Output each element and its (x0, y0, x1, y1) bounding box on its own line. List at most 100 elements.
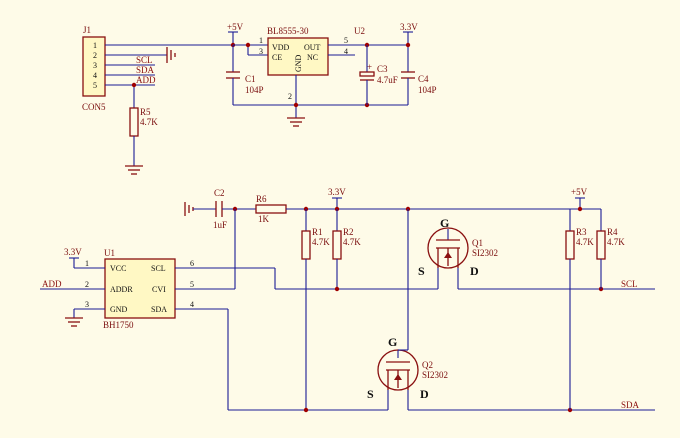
regulator-pinnum-ce: 3 (259, 47, 263, 56)
resistor-r1: R1 4.7K (301, 209, 330, 410)
capacitor-c2-ref: C2 (214, 188, 225, 198)
capacitor-c1-value: 104P (245, 85, 264, 95)
connector-net-scl: SCL (136, 55, 153, 65)
power-33v-sensor: 3.3V (64, 247, 105, 269)
connector-net-add: ADD (136, 75, 156, 85)
connector-wires (105, 44, 233, 108)
resistor-r3-value: 4.7K (576, 237, 594, 247)
mosfet-q1-g: G (440, 216, 449, 230)
capacitor-c1: C1 104P (226, 71, 264, 105)
capacitor-c2: C2 1uF (213, 188, 256, 230)
capacitor-c4: C4 104P (401, 71, 437, 105)
mosfet-q2-value: SI2302 (422, 370, 448, 380)
net-sda-label: SDA (621, 400, 640, 410)
regulator-u2: BL8555-30 U2 VDD CE OUT NC GND 1 3 5 4 2 (259, 26, 408, 118)
connector-net-sda: SDA (136, 65, 155, 75)
resistor-r2-ref: R2 (343, 227, 354, 237)
resistor-r4-ref: R4 (607, 227, 618, 237)
resistor-r1-ref: R1 (312, 227, 323, 237)
regulator-value: BL8555-30 (267, 26, 309, 36)
sensor-pin-addr: ADDR (110, 285, 133, 294)
resistor-r6: R6 1K (255, 194, 570, 224)
power-33v-bottom-label: 3.3V (328, 187, 346, 197)
regulator-pin-gnd: GND (294, 54, 303, 72)
regulator-pin-ce: CE (272, 53, 282, 62)
net-add-label: ADD (42, 279, 62, 289)
capacitor-c3: + C3 4.7uF (359, 62, 398, 105)
net-add-input: ADD (40, 279, 105, 290)
capacitor-c1-ref: C1 (245, 74, 256, 84)
connector-j1: J1 CON5 1 2 3 4 5 (82, 25, 106, 112)
sensor-pinnum-scl: 6 (190, 259, 194, 268)
capacitor-c3-polarity: + (367, 62, 372, 72)
regulator-pinnum-nc: 4 (344, 47, 348, 56)
mosfet-q2-s: S (367, 387, 374, 401)
ground-symbol-c2 (184, 202, 216, 216)
regulator-ref: U2 (354, 26, 365, 36)
net-scl-line: SCL (275, 279, 655, 292)
resistor-r5: R5 4.7K (129, 107, 158, 166)
power-5v-top-label: +5V (227, 22, 244, 32)
sensor-pin-sda: SDA (151, 305, 167, 314)
sensor-right-wires (175, 209, 276, 410)
connector-pin-4: 4 (93, 71, 97, 80)
resistor-r4: R4 4.7K (596, 209, 625, 289)
mosfet-q1-ref: Q1 (472, 238, 483, 248)
regulator-pin-nc: NC (307, 53, 318, 62)
power-33v-top: 3.3V (364, 22, 418, 72)
sensor-pinnum-addr: 2 (85, 280, 89, 289)
sensor-pinnum-sda: 4 (190, 300, 194, 309)
resistor-r3: R3 4.7K (565, 209, 594, 410)
connector-pin-3: 3 (93, 61, 97, 70)
capacitor-c4-ref: C4 (418, 74, 429, 84)
power-33v-sensor-label: 3.3V (64, 247, 82, 257)
regulator-pin-out: OUT (304, 43, 321, 52)
sensor-pinnum-cvi: 5 (190, 280, 194, 289)
regulator-pin-vdd: VDD (272, 43, 290, 52)
net-sda-line: SDA (228, 400, 655, 413)
connector-value: CON5 (82, 102, 106, 112)
resistor-r6-value: 1K (258, 214, 270, 224)
mosfet-q2-ref: Q2 (422, 360, 433, 370)
capacitor-c4-value: 104P (418, 85, 437, 95)
resistor-r5-value: 4.7K (140, 117, 158, 127)
sensor-pinnum-vcc: 1 (85, 259, 89, 268)
power-5v-bottom: +5V (570, 187, 601, 212)
resistor-r2: R2 4.7K (332, 209, 361, 289)
ground-symbol-sensor (65, 308, 105, 327)
sensor-pin-gnd: GND (110, 305, 128, 314)
mosfet-q1-value: SI2302 (472, 248, 498, 258)
resistor-r1-value: 4.7K (312, 237, 330, 247)
power-5v-top: +5V (227, 22, 268, 72)
mosfet-q1-s: S (418, 264, 425, 278)
power-33v-bottom: 3.3V (328, 187, 346, 209)
regulator-pinnum-gnd: 2 (288, 92, 292, 101)
ground-rail-top (233, 102, 408, 127)
connector-pin-5: 5 (93, 81, 97, 90)
sensor-pin-scl: SCL (151, 264, 166, 273)
net-scl-label: SCL (621, 279, 638, 289)
sensor-value: BH1750 (103, 320, 134, 330)
connector-pin-2: 2 (93, 51, 97, 60)
regulator-pinnum-out: 5 (344, 36, 348, 45)
regulator-pinnum-vdd: 1 (259, 36, 263, 45)
mosfet-q2-d: D (420, 387, 429, 401)
resistor-r3-ref: R3 (576, 227, 587, 237)
ground-symbol-r5 (125, 165, 143, 175)
sensor-u1: U1 BH1750 VCC ADDR GND SCL CVI SDA 1 2 3… (85, 248, 194, 330)
mosfet-q1: G S D Q1 SI2302 (418, 216, 498, 289)
power-5v-bottom-label: +5V (571, 187, 588, 197)
resistor-r2-value: 4.7K (343, 237, 361, 247)
capacitor-c3-value: 4.7uF (377, 75, 398, 85)
resistor-r4-value: 4.7K (607, 237, 625, 247)
power-33v-top-label: 3.3V (400, 22, 418, 32)
sensor-ref: U1 (104, 248, 115, 258)
sensor-pin-vcc: VCC (110, 264, 126, 273)
sensor-pin-cvi: CVI (152, 285, 166, 294)
sensor-pinnum-gnd: 3 (85, 300, 89, 309)
resistor-r6-ref: R6 (256, 194, 267, 204)
connector-pin-1: 1 (93, 41, 97, 50)
capacitor-c2-value: 1uF (213, 220, 227, 230)
mosfet-q2-g: G (388, 335, 397, 349)
